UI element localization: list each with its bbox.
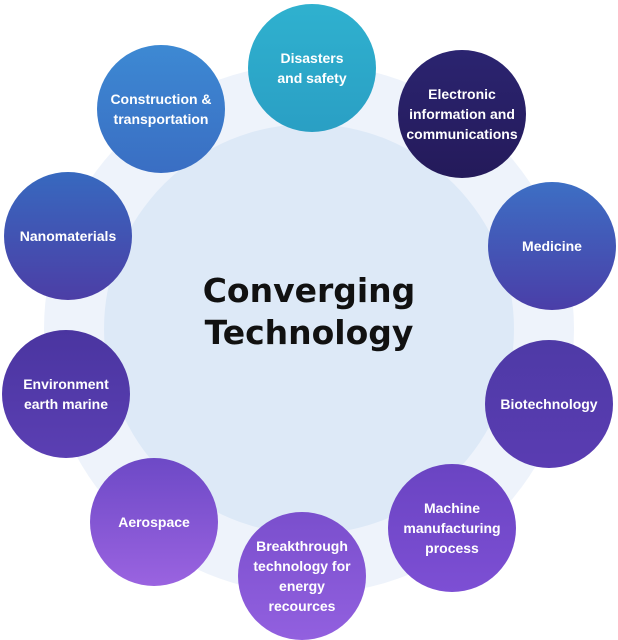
node-label: Environment earth marine: [23, 376, 109, 412]
node-breakthrough-energy: Breakthrough technology for energy recou…: [238, 512, 366, 640]
node-label: Construction & transportation: [110, 91, 212, 127]
node-construction-transportation: Construction & transportation: [97, 45, 225, 173]
node-label: Breakthrough technology for energy recou…: [253, 538, 351, 614]
center-title-line-2: Technology: [204, 313, 414, 352]
node-label: Machine manufacturing process: [403, 500, 501, 556]
center-title: Converging Technology: [109, 270, 509, 354]
node-label: Electronic information and communication…: [406, 86, 518, 142]
node-medicine: Medicine: [488, 182, 616, 310]
node-machine-manufacturing-process: Machine manufacturing process: [388, 464, 516, 592]
node-label: Aerospace: [118, 514, 190, 530]
node-aerospace: Aerospace: [90, 458, 218, 586]
node-disasters-and-safety: Disasters and safety: [248, 4, 376, 132]
node-environment-earth-marine: Environment earth marine: [2, 330, 130, 458]
node-label: Nanomaterials: [19, 228, 117, 244]
node-biotechnology: Biotechnology: [485, 340, 613, 468]
node-electronic-information-communications: Electronic information and communication…: [398, 50, 526, 178]
node-label: Biotechnology: [500, 396, 598, 412]
node-label: Disasters and safety: [277, 50, 347, 86]
node-label: Medicine: [522, 238, 582, 254]
node-nanomaterials: Nanomaterials: [4, 172, 132, 300]
center-title-line-1: Converging: [202, 271, 416, 310]
